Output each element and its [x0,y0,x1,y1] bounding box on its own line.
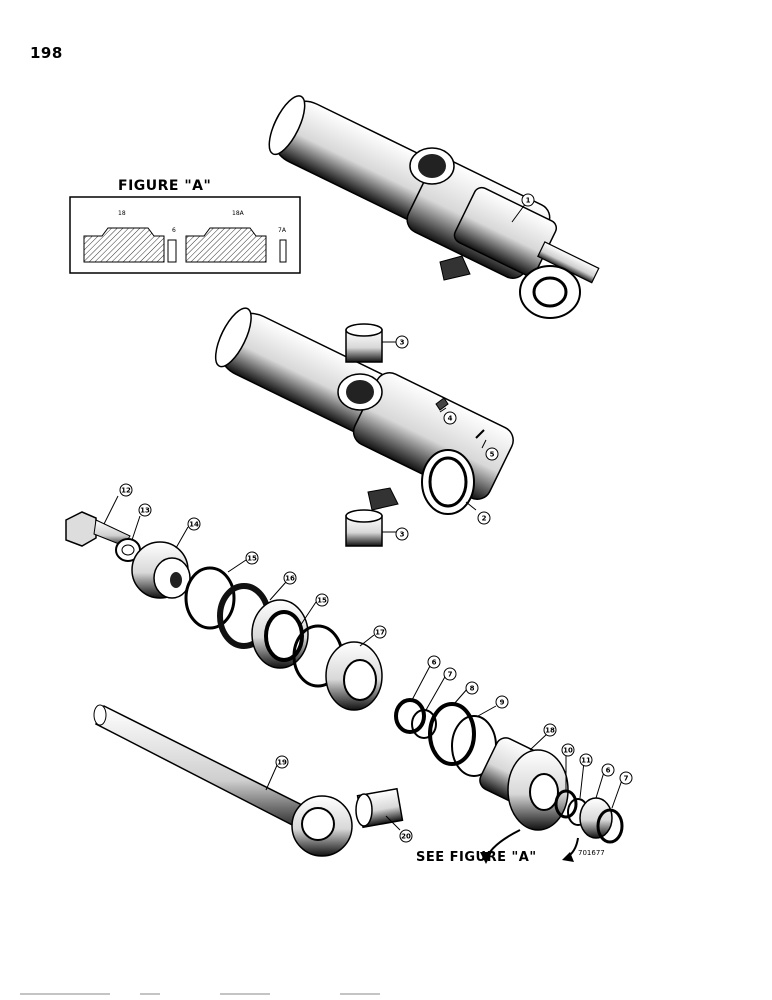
callout-label: 6 [432,659,437,667]
callout-label: 17 [375,629,385,637]
callout-7: 7 [443,667,457,681]
figure-a-label-18a: 18A [232,210,245,217]
see-figure-note: SEE FIGURE "A" [416,850,537,865]
cylinder-barrel [214,307,514,515]
callout-3: 3 [395,335,409,349]
callout-label: 11 [581,757,591,765]
bushing-upper [345,323,383,363]
callout-5: 5 [485,447,499,461]
assembled-cylinder [268,95,600,319]
callout-label: 13 [140,507,150,515]
callout-label: 10 [563,747,573,755]
callout-label: 5 [490,451,495,459]
callout-6: 6 [601,763,615,777]
drawing-number: 701677 [578,849,605,857]
rod-wiper [554,789,578,819]
callout-15: 15 [315,593,329,607]
callout-label: 14 [189,521,199,529]
backup-ring-inner [411,709,437,739]
callout-13: 13 [138,503,152,517]
piston-spacer [325,641,383,711]
cylinder-head [479,737,569,831]
wear-ring-front [184,566,236,630]
rod-seal-outer [579,797,613,839]
piston [251,599,309,669]
callout-20: 20 [399,829,413,843]
o-ring [428,702,476,766]
callout-label: 6 [606,767,611,775]
callout-label: 15 [247,555,257,563]
backup-ring-outer [596,808,624,844]
figure-a-title: FIGURE "A" [118,178,212,194]
page-number: 198 [30,44,63,62]
grease-fitting [435,397,449,411]
callout-3: 3 [395,527,409,541]
callout-label: 19 [277,759,287,767]
callout-7: 7 [619,771,633,785]
callout-17: 17 [373,625,387,639]
piston-nut [131,541,191,599]
callout-label: 18 [545,727,555,735]
callout-18: 18 [543,723,557,737]
callout-label: 16 [285,575,295,583]
callout-14: 14 [187,517,201,531]
callout-label: 9 [500,699,505,707]
callout-label: 3 [400,531,405,539]
callout-15: 15 [245,551,259,565]
callout-label: 2 [482,515,487,523]
callout-12: 12 [119,483,133,497]
rod-eye-bushing [355,787,404,829]
callout-label: 7 [448,671,453,679]
callout-label: 4 [448,415,453,423]
callout-6: 6 [427,655,441,669]
callout-1: 1 [521,193,535,207]
callout-8: 8 [465,681,479,695]
callout-11: 11 [579,753,593,767]
piston-rod [93,704,353,857]
figure-a-box: 18 6 18A 7A [69,196,301,274]
set-screw [475,429,485,439]
callout-label: 12 [121,487,131,495]
callout-4: 4 [443,411,457,425]
callout-10: 10 [561,743,575,757]
figure-a-label-18: 18 [118,210,126,217]
piston-bolt [65,511,131,547]
callout-label: 3 [400,339,405,347]
figure-a-label-6: 6 [172,227,176,234]
callout-9: 9 [495,695,509,709]
callout-2: 2 [477,511,491,525]
callout-leaders [103,202,623,831]
bushing-lower [345,509,383,547]
callout-16: 16 [283,571,297,585]
figure-a-label-7a: 7A [278,227,287,234]
callout-label: 7 [624,775,629,783]
callout-label: 8 [470,685,475,693]
callout-label: 20 [401,833,411,841]
rod-seal-inner [394,698,426,734]
callout-19: 19 [275,755,289,769]
callout-label: 15 [317,597,327,605]
callout-label: 1 [526,197,531,205]
